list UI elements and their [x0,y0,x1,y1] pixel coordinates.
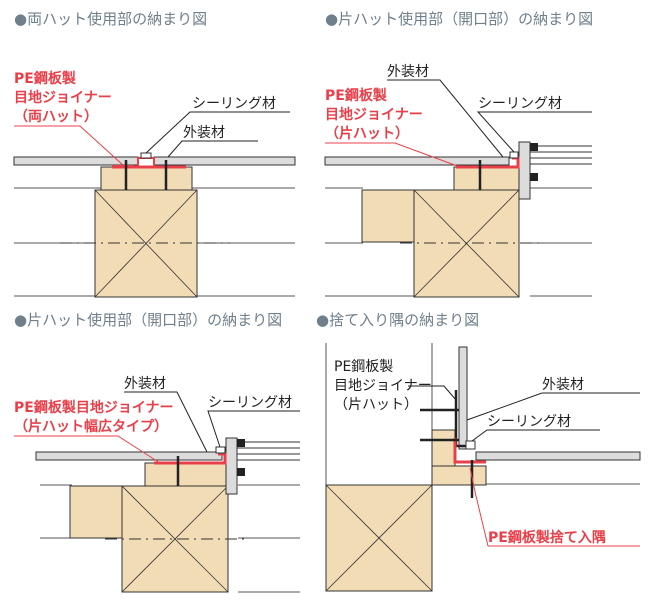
sealing-label: シーリング材 [478,96,562,112]
joiner-leader [14,435,161,464]
joiner-leader [14,125,125,167]
sealing-leader [471,429,600,442]
sealant [465,440,476,450]
joiner-label-3: （片ハット） [334,397,418,413]
exterior-leader [167,140,258,158]
joiner-label-1: PE鋼板製 [325,87,387,104]
panel-single-hat-wide: ●片ハット使用部（開口部）の納まり図 外装材 PE鋼板製目地ジョイナー （片ハッ… [14,311,300,593]
exterior-label: 外装材 [124,376,166,392]
sealing-label: シーリング材 [192,96,276,112]
sealant [140,152,152,159]
joiner-label-1: PE鋼板製 [14,70,76,87]
panel-4-title: ●捨て入り隅の納まり図 [316,311,479,329]
exterior-panel [35,451,223,461]
side-stud [361,189,415,243]
sealant [215,446,226,454]
corner-flashing-label: PE鋼板製捨て入隅 [488,529,606,546]
frame-clip [237,439,245,447]
sealing-leader [476,111,592,153]
frame-clip [530,143,538,151]
window-frame [518,141,531,200]
joiner-label-1: PE鋼板製 [334,359,393,375]
frame-clip [530,173,538,181]
joiner [154,452,227,465]
joiner-label-2: 目地ジョイナー [334,378,432,394]
sealing-label: シーリング材 [208,395,292,411]
joiner-label-1: PE鋼板製目地ジョイナー [14,399,174,416]
exterior-label: 外装材 [542,377,584,393]
exterior-label: 外装材 [183,125,225,141]
vertical-batten [431,429,456,467]
exterior-leader [124,391,208,453]
furring-strip [144,462,236,487]
side-stud [69,485,123,539]
sealing-leader [145,111,290,154]
joiner-label-2: （片ハット幅広タイプ） [14,418,168,435]
panel-2-title: ●片ハット使用部（開口部）の納まり図 [325,10,593,28]
flashing-leader [469,467,489,547]
corner-flashing [453,438,486,464]
joiner-leader [408,385,457,401]
post-cross [121,485,229,593]
panel-3-title: ●片ハット使用部（開口部）の納まり図 [14,311,282,329]
sealing-label: シーリング材 [487,414,571,430]
sealing-leader [207,410,300,448]
panel-inside-corner: ●捨て入り隅の納まり図 PE鋼板製 目地ジョイナー （片ハット） 外装材 [316,311,641,592]
horizontal-batten [431,465,487,486]
exterior-leader [387,79,504,158]
window-frame [225,437,238,495]
frame-clip [237,468,245,476]
exterior-panel [324,156,510,166]
exterior-panel-right [153,156,296,166]
exterior-panel-left [13,156,139,166]
joiner-label-3: （両ハット） [14,109,98,125]
exterior-leader [466,392,640,421]
furring-strip [100,166,193,191]
joiner-label-3: （片ハット） [325,125,409,142]
post-cross [94,189,198,298]
furring-strip [453,166,520,191]
panel-both-hat: ●両ハット使用部の納まり図 PE鋼板製 目地ジョイナー （両ハット） シーリング… [13,10,296,298]
exterior-panel-horizontal [475,451,641,461]
exterior-panel-vertical [458,346,468,450]
panel-single-hat-opening: ●片ハット使用部（開口部）の納まり図 外装材 PE鋼板製 [324,10,593,298]
post-cross [325,484,433,592]
joiner-label-2: 目地ジョイナー [14,89,112,106]
exterior-label: 外装材 [387,64,429,80]
panel-1-title: ●両ハット使用部の納まり図 [14,10,207,28]
joiner-label-2: 目地ジョイナー [325,106,423,123]
sealant [509,151,519,159]
joiner-leader [325,142,461,168]
